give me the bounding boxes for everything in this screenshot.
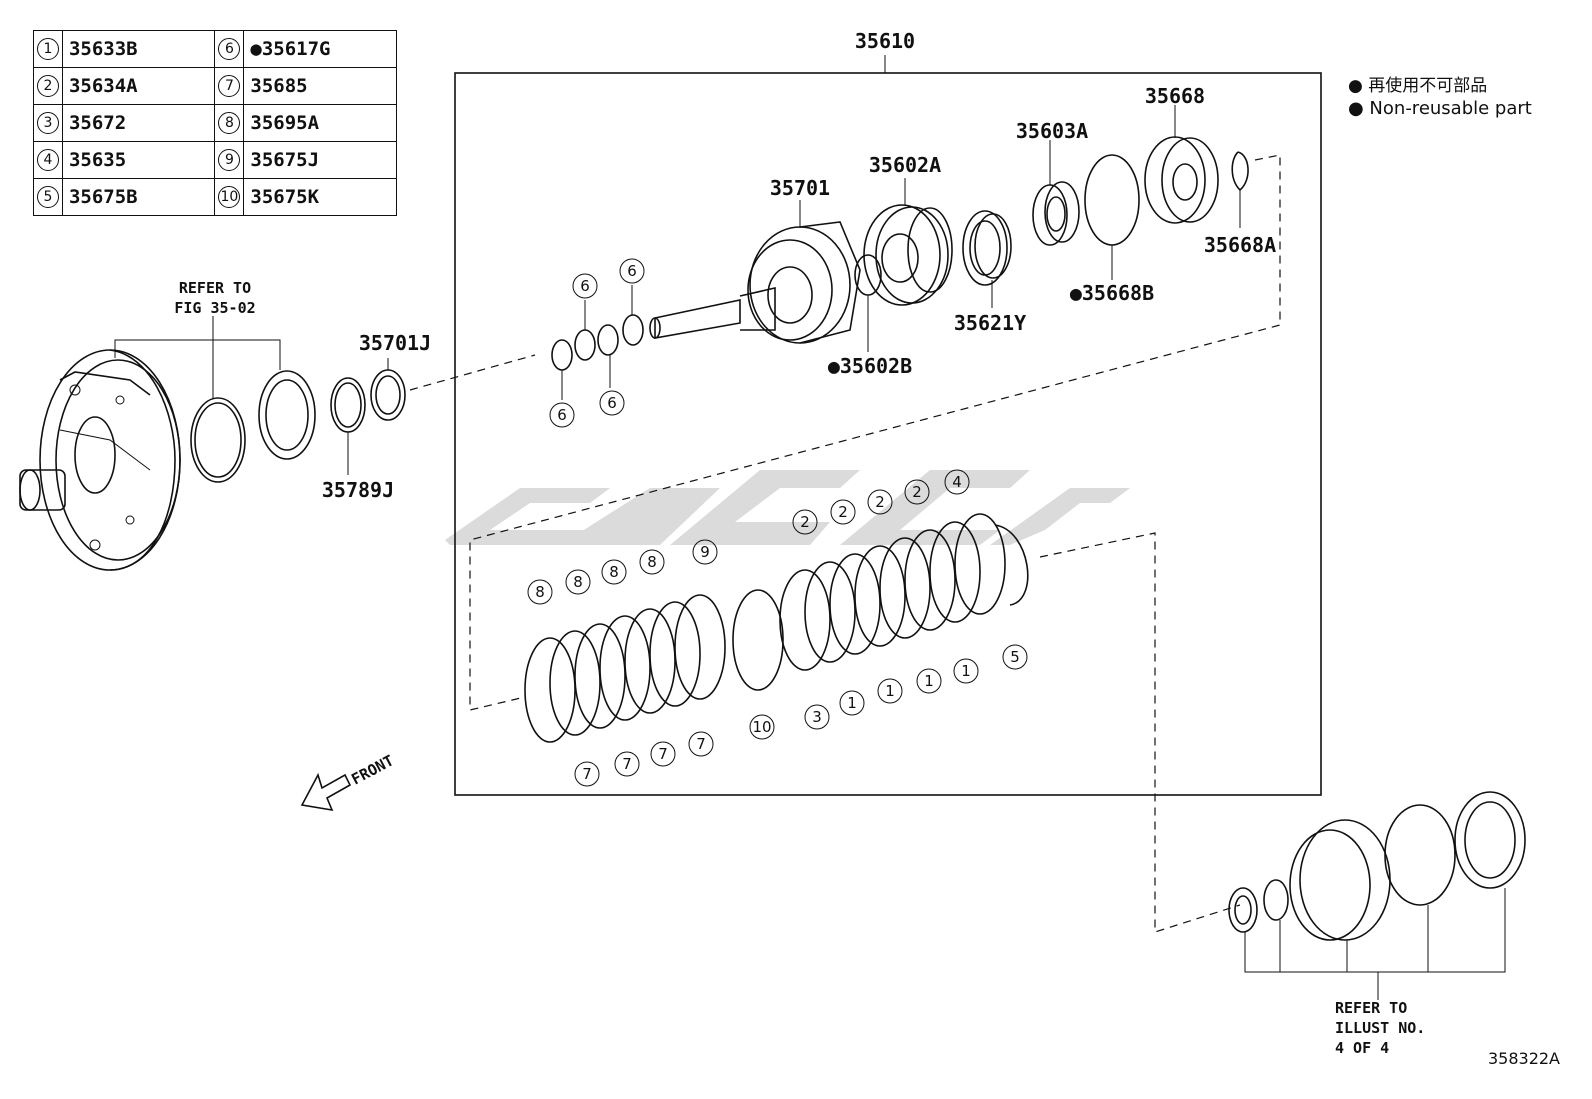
- callout-number: 5: [33, 178, 63, 216]
- callout-number: 10: [214, 178, 245, 216]
- callout-number: 3: [33, 104, 63, 142]
- label-35668a: 35668A: [1204, 233, 1276, 257]
- label-35602a: 35602A: [869, 153, 941, 177]
- input-shaft-35701: [649, 221, 861, 344]
- svg-text:10: 10: [752, 718, 771, 736]
- svg-text:2: 2: [912, 483, 922, 501]
- part-number: ●35617G: [243, 30, 397, 68]
- assembly-box: [454, 72, 1322, 796]
- watermark-logo: [445, 470, 1130, 545]
- svg-text:7: 7: [696, 735, 706, 753]
- seal-rings-6: [551, 285, 644, 400]
- part-number: 35672: [61, 104, 216, 142]
- label-35603a: 35603A: [1016, 119, 1088, 143]
- figure-code: 358322A: [1488, 1049, 1560, 1068]
- refer-bottom-line2: ILLUST NO.: [1335, 1019, 1425, 1037]
- washer-35789j: [330, 377, 366, 433]
- svg-text:1: 1: [847, 694, 857, 712]
- dash-shaft-link: [409, 354, 536, 391]
- pump-ring-a: [190, 397, 246, 483]
- part-number: 35685: [243, 67, 397, 105]
- svg-text:1: 1: [961, 662, 971, 680]
- legend-en: ● Non-reusable part: [1348, 98, 1532, 119]
- part-number: 35675J: [243, 141, 397, 179]
- front-arrow: FRONT: [300, 751, 397, 812]
- refer-bottom-line3: 4 OF 4: [1335, 1039, 1389, 1057]
- part-number: 35633B: [61, 30, 216, 68]
- ring-35668b: [1084, 154, 1140, 246]
- clutch-35603a: [1032, 181, 1080, 246]
- refer-top-line1: REFER TO: [179, 279, 251, 297]
- svg-text:1: 1: [885, 682, 895, 700]
- front-label: FRONT: [348, 751, 396, 788]
- part-number: 35675K: [243, 178, 397, 216]
- part-number: 35675B: [61, 178, 216, 216]
- dash-to-bottom: [1039, 532, 1241, 933]
- svg-text:6: 6: [607, 394, 617, 412]
- label-35621y: 35621Y: [954, 311, 1026, 335]
- label-35789j: 35789J: [322, 478, 394, 502]
- svg-text:3: 3: [812, 708, 822, 726]
- svg-text:8: 8: [647, 553, 657, 571]
- svg-text:6: 6: [627, 262, 637, 280]
- assembly-label: 35610: [855, 29, 915, 53]
- part-number: 35695A: [243, 104, 397, 142]
- svg-text:2: 2: [838, 503, 848, 521]
- label-35701: 35701: [770, 176, 830, 200]
- svg-text:5: 5: [1010, 648, 1020, 666]
- svg-text:8: 8: [609, 563, 619, 581]
- svg-text:8: 8: [535, 583, 545, 601]
- svg-text:6: 6: [580, 277, 590, 295]
- svg-text:7: 7: [582, 765, 592, 783]
- callout-number: 8: [214, 104, 245, 142]
- snapring-35668a: [1231, 151, 1249, 192]
- clutch-drum-35668: [1144, 136, 1219, 224]
- svg-text:4: 4: [952, 473, 962, 491]
- svg-text:1: 1: [924, 672, 934, 690]
- refer-top-leader: [114, 339, 281, 370]
- label-35668: 35668: [1145, 84, 1205, 108]
- svg-text:6: 6: [557, 406, 567, 424]
- clutch-pack-plates: [524, 513, 1029, 743]
- bearing-35621y: [962, 210, 1012, 286]
- legend-cn: ● 再使用不可部品: [1348, 75, 1487, 96]
- svg-text:7: 7: [658, 745, 668, 763]
- label-35701j: 35701J: [359, 331, 431, 355]
- refer-bottom-line1: REFER TO: [1335, 999, 1407, 1017]
- part-number: 35635: [61, 141, 216, 179]
- bottom-right-assembly: [1228, 791, 1526, 941]
- callout-number: 7: [214, 67, 245, 105]
- refer-bottom-leader: [1244, 888, 1506, 973]
- svg-text:2: 2: [800, 513, 810, 531]
- label-35668b: ●35668B: [1070, 281, 1154, 305]
- svg-text:2: 2: [875, 493, 885, 511]
- callout-number: 9: [214, 141, 245, 179]
- label-35602b: ●35602B: [828, 354, 912, 378]
- dash-assembly-path: [469, 154, 1281, 711]
- callout-number: 1: [33, 30, 63, 68]
- oil-pump-body: [19, 349, 181, 571]
- callouts-lower: 8 8 8 8 9 2 2 2 2 4 7 7 7 7 10 3 1 1 1 1…: [527, 258, 1028, 787]
- refer-top-line2: FIG 35-02: [174, 299, 255, 317]
- svg-text:7: 7: [622, 755, 632, 773]
- svg-text:9: 9: [700, 543, 710, 561]
- pump-bearing-b: [258, 370, 316, 460]
- svg-text:8: 8: [573, 573, 583, 591]
- part-number: 35634A: [61, 67, 216, 105]
- gear-35602a: [863, 204, 953, 306]
